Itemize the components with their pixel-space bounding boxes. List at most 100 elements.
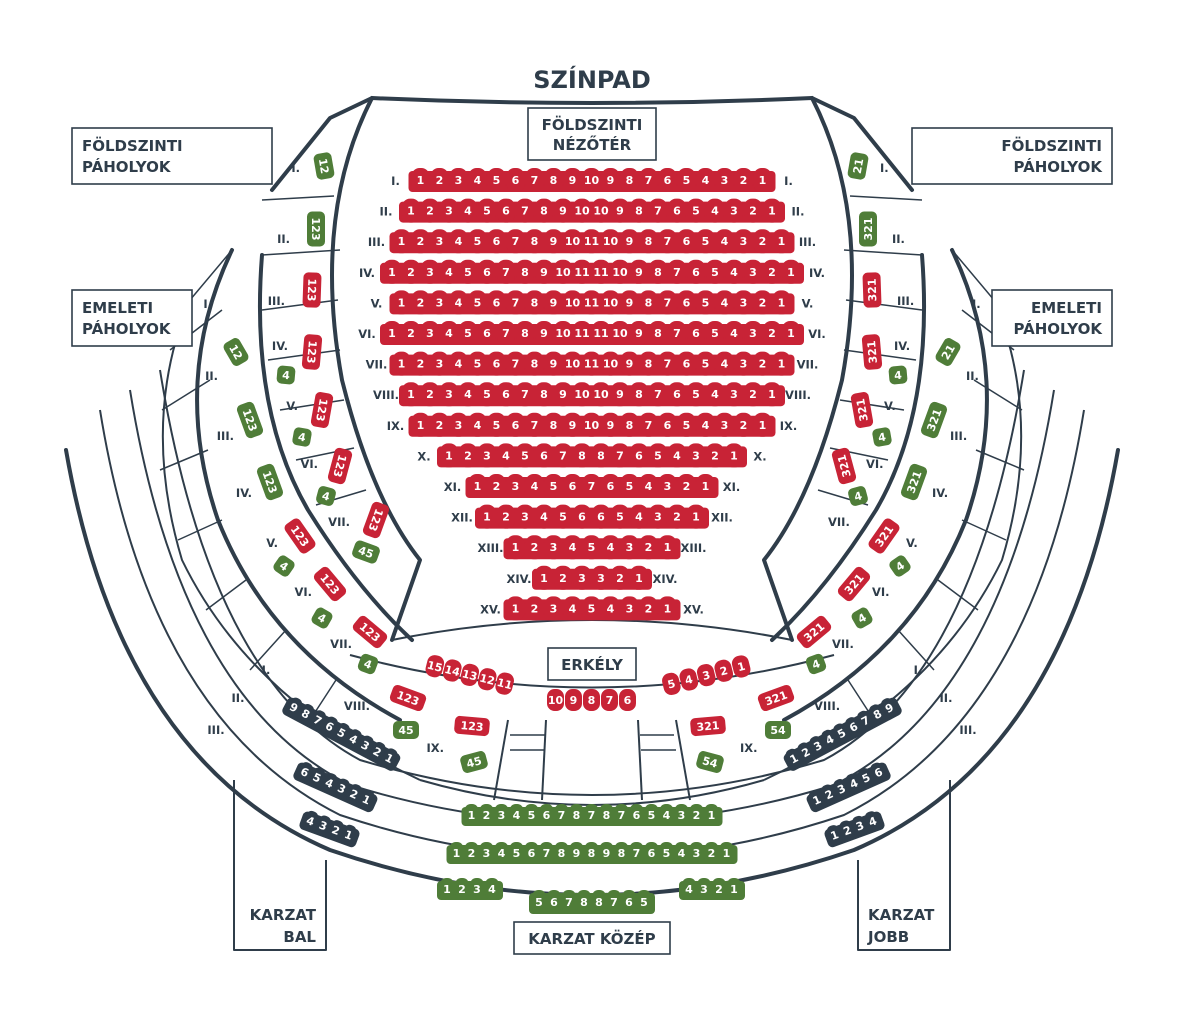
- gallery-right-row-1-seat-9[interactable]: 9: [879, 696, 899, 720]
- gallery-left-row-1-seat-7[interactable]: 3: [355, 734, 375, 758]
- parterre-row-9-seat-2[interactable]: 2: [430, 412, 449, 437]
- parterre-row-3-seat-7[interactable]: 7: [506, 229, 525, 254]
- ground-box-right-3-front[interactable]: 321: [862, 272, 882, 308]
- parterre-row-1-seat-2[interactable]: 2: [430, 168, 449, 192]
- parterre-row-12-seat-1[interactable]: 1: [478, 504, 496, 529]
- parterre-row-1-seat-16[interactable]: 4: [696, 168, 715, 192]
- gallery-middle-row-3-center-seat-3[interactable]: 7: [562, 890, 576, 914]
- parterre-row-13-seat-8[interactable]: 2: [639, 535, 658, 560]
- parterre-row-4-seat-12[interactable]: 11: [592, 259, 610, 284]
- parterre-row-5-seat-7[interactable]: 7: [506, 290, 525, 315]
- parterre-row-1-seat-6[interactable]: 6: [506, 168, 525, 192]
- gallery-left-row-1-seat-4[interactable]: 6: [319, 715, 339, 739]
- ground-box-right-1-front[interactable]: 21: [847, 152, 869, 181]
- gallery-right-row-1-seat-3[interactable]: 3: [808, 734, 828, 758]
- balcony-left-seat-3[interactable]: 13: [459, 662, 481, 687]
- upper-box-right-5-back[interactable]: 4: [887, 553, 912, 578]
- parterre-row-8-seat-20[interactable]: 1: [763, 382, 781, 407]
- parterre-row-4-seat-1[interactable]: 1: [383, 259, 401, 284]
- parterre-row-14-seat-5[interactable]: 2: [611, 565, 629, 590]
- parterre-row-12-seat-7[interactable]: 6: [592, 504, 610, 529]
- parterre-row-7-seat-2[interactable]: 2: [411, 351, 430, 376]
- parterre-row-6-seat-3[interactable]: 3: [421, 321, 439, 345]
- parterre-row-1-seat-12[interactable]: 8: [620, 168, 639, 192]
- parterre-row-8-seat-17[interactable]: 4: [706, 382, 724, 407]
- gallery-middle-row-3-center-seat-5[interactable]: 8: [592, 890, 606, 914]
- parterre-row-9-seat-3[interactable]: 3: [449, 412, 468, 437]
- parterre-row-6-seat-5[interactable]: 5: [459, 321, 477, 345]
- ground-box-left-5-front[interactable]: 123: [310, 391, 334, 429]
- gallery-middle-row-2-seat-13[interactable]: 7: [629, 842, 644, 864]
- gallery-right-row-2-seat-2[interactable]: 2: [819, 783, 839, 806]
- parterre-row-11-seat-7[interactable]: 7: [582, 474, 601, 498]
- parterre-row-5-seat-16[interactable]: 6: [677, 290, 696, 315]
- parterre-row-3-seat-21[interactable]: 1: [772, 229, 791, 254]
- ground-box-left-3-front[interactable]: 123: [302, 272, 322, 308]
- parterre-row-10-seat-7[interactable]: 7: [554, 443, 572, 468]
- parterre-row-10-seat-3[interactable]: 3: [478, 443, 496, 468]
- parterre-row-3-seat-8[interactable]: 8: [525, 229, 544, 254]
- parterre-row-4-seat-6[interactable]: 6: [478, 259, 496, 284]
- parterre-row-2-seat-12[interactable]: 9: [611, 198, 629, 223]
- ground-box-left-4-back[interactable]: 4: [276, 365, 296, 385]
- parterre-row-6-seat-6[interactable]: 6: [478, 321, 496, 345]
- gallery-right-row-1-seat-2[interactable]: 2: [796, 740, 816, 764]
- parterre-row-1-seat-5[interactable]: 5: [487, 168, 506, 192]
- ground-box-left-7-back[interactable]: 45: [351, 539, 382, 565]
- parterre-row-9-seat-9[interactable]: 9: [563, 412, 582, 437]
- parterre-row-11-seat-4[interactable]: 4: [525, 474, 544, 498]
- ground-box-left-2-front[interactable]: 123: [307, 211, 325, 247]
- upper-box-left-5-front[interactable]: 123: [283, 517, 318, 556]
- parterre-row-10-seat-9[interactable]: 8: [592, 443, 610, 468]
- ground-box-right-5-front[interactable]: 321: [850, 391, 874, 429]
- parterre-row-8-seat-14[interactable]: 7: [649, 382, 667, 407]
- parterre-row-12-seat-4[interactable]: 4: [535, 504, 553, 529]
- gallery-right-row-3-seat-2[interactable]: 2: [838, 819, 857, 842]
- parterre-row-6-seat-1[interactable]: 1: [383, 321, 401, 345]
- gallery-middle-row-1-seat-5[interactable]: 5: [524, 804, 539, 826]
- parterre-row-3-seat-11[interactable]: 11: [582, 229, 601, 254]
- parterre-row-7-seat-15[interactable]: 7: [658, 351, 677, 376]
- parterre-row-10-seat-14[interactable]: 3: [687, 443, 705, 468]
- parterre-row-3-seat-1[interactable]: 1: [392, 229, 411, 254]
- gallery-middle-row-1-seat-9[interactable]: 7: [584, 804, 599, 826]
- gallery-middle-row-2-seat-3[interactable]: 3: [479, 842, 494, 864]
- gallery-middle-row-3-center-seat-4[interactable]: 8: [577, 890, 591, 914]
- gallery-middle-row-3-left-seat-3[interactable]: 3: [470, 878, 484, 900]
- parterre-row-4-seat-18[interactable]: 5: [706, 259, 724, 284]
- parterre-row-6-seat-8[interactable]: 8: [516, 321, 534, 345]
- balcony-center-seat-4[interactable]: 7: [601, 689, 618, 711]
- gallery-middle-row-3-left-seat-2[interactable]: 2: [455, 878, 469, 900]
- parterre-row-4-seat-14[interactable]: 9: [630, 259, 648, 284]
- parterre-row-10-seat-2[interactable]: 2: [459, 443, 477, 468]
- parterre-row-7-seat-12[interactable]: 10: [601, 351, 620, 376]
- upper-box-right-3-front[interactable]: 321: [920, 400, 949, 439]
- gallery-left-row-1-seat-2[interactable]: 8: [296, 702, 316, 726]
- gallery-middle-row-2-seat-6[interactable]: 6: [524, 842, 539, 864]
- gallery-left-row-1-seat-8[interactable]: 2: [367, 740, 387, 764]
- parterre-row-14-seat-1[interactable]: 1: [535, 565, 553, 590]
- parterre-row-9-seat-12[interactable]: 8: [620, 412, 639, 437]
- balcony-left-seat-2[interactable]: 14: [441, 658, 463, 683]
- upper-box-left-9-front[interactable]: 123: [454, 715, 490, 737]
- parterre-row-2-seat-4[interactable]: 4: [459, 198, 477, 223]
- gallery-left-row-1-seat-6[interactable]: 4: [343, 727, 363, 751]
- upper-box-left-6-back[interactable]: 4: [310, 606, 335, 631]
- upper-box-left-4-front[interactable]: 123: [256, 462, 285, 501]
- gallery-middle-row-3-right-seat-3[interactable]: 2: [712, 878, 726, 900]
- parterre-row-5-seat-12[interactable]: 10: [601, 290, 620, 315]
- parterre-row-4-seat-11[interactable]: 11: [573, 259, 591, 284]
- parterre-row-6-seat-11[interactable]: 11: [573, 321, 591, 345]
- gallery-right-row-2-seat-4[interactable]: 4: [844, 772, 864, 795]
- parterre-row-8-seat-10[interactable]: 10: [573, 382, 591, 407]
- gallery-middle-row-3-center-seat-2[interactable]: 6: [547, 890, 561, 914]
- parterre-row-1-seat-19[interactable]: 1: [753, 168, 772, 192]
- parterre-row-7-seat-3[interactable]: 3: [430, 351, 449, 376]
- gallery-middle-row-1-seat-17[interactable]: 1: [704, 804, 719, 826]
- parterre-row-1-seat-3[interactable]: 3: [449, 168, 468, 192]
- parterre-row-15-seat-8[interactable]: 2: [639, 596, 658, 621]
- gallery-left-row-3-seat-2[interactable]: 3: [314, 814, 333, 837]
- gallery-left-row-2-seat-4[interactable]: 3: [332, 777, 352, 800]
- gallery-right-row-2-seat-3[interactable]: 3: [832, 777, 852, 800]
- balcony-center-seat-5[interactable]: 6: [619, 689, 636, 711]
